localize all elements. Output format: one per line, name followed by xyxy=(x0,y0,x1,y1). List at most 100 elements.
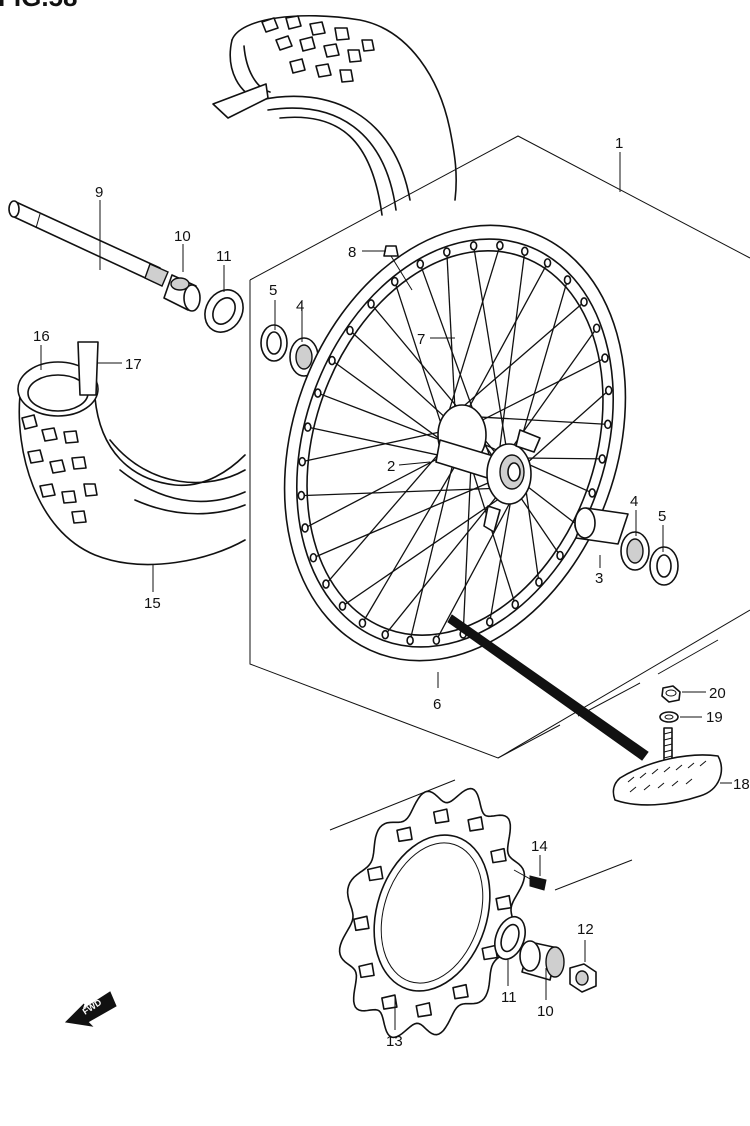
front-axle xyxy=(8,200,169,287)
callout-5-left: 5 xyxy=(269,282,277,299)
spoke-nipple xyxy=(303,422,312,432)
callout-10-bottom: 10 xyxy=(537,1003,554,1020)
disc-plane-outline xyxy=(329,779,633,891)
spoke xyxy=(448,245,501,412)
spoke-nipple xyxy=(338,601,347,611)
tire-top xyxy=(212,14,457,216)
spoke-nipple-part xyxy=(383,245,413,291)
disc-cutout xyxy=(432,808,450,824)
spoke-nipple xyxy=(381,629,390,640)
spoke xyxy=(409,455,456,641)
callout-3: 3 xyxy=(595,570,603,587)
wheel-spokes xyxy=(301,245,610,641)
spoke xyxy=(302,431,441,463)
callout-6: 6 xyxy=(433,696,441,713)
axle-nut xyxy=(569,963,597,993)
spoke xyxy=(384,492,501,636)
callout-15: 15 xyxy=(144,595,161,612)
spoke-nipple xyxy=(432,635,441,646)
callout-16: 16 xyxy=(33,328,50,345)
rim-lock-nut xyxy=(661,685,681,703)
oil-seal-left xyxy=(204,289,244,333)
spoke-nipple xyxy=(588,488,596,498)
seal-left xyxy=(260,324,288,362)
axle-collar xyxy=(163,274,201,312)
spoke xyxy=(317,392,442,441)
spoke-nipple xyxy=(328,355,336,366)
spoke-nipple xyxy=(406,635,414,646)
callout-8: 8 xyxy=(348,244,356,261)
callout-12: 12 xyxy=(577,921,594,938)
spoke xyxy=(521,457,603,460)
bearing-right xyxy=(620,531,650,571)
spoke-nipple xyxy=(301,523,309,533)
disc-cutout xyxy=(353,915,370,932)
callout-11-bottom: 11 xyxy=(501,989,517,1006)
spoke-nipple xyxy=(556,550,564,561)
disc-cutout xyxy=(366,865,384,882)
brake-disc xyxy=(338,787,526,1039)
spoke xyxy=(523,389,610,467)
spoke-nipple xyxy=(603,419,612,430)
spoke-nipple xyxy=(604,385,613,396)
spoke-nipple xyxy=(563,275,572,285)
spoke xyxy=(313,481,491,559)
spoke-nipple xyxy=(443,247,451,257)
spoke-nipple xyxy=(511,599,520,610)
disc-cutout xyxy=(396,826,413,843)
spoke-nipple xyxy=(520,246,529,257)
leader-lines xyxy=(40,152,732,1030)
spoke-nipple xyxy=(358,618,367,628)
callout-5-right: 5 xyxy=(658,508,666,525)
disc-cutout xyxy=(452,983,469,1000)
spoke-nipple xyxy=(580,297,588,307)
spoke-nipple xyxy=(298,456,307,467)
disc-cutout xyxy=(481,944,499,961)
callout-14: 14 xyxy=(531,838,548,855)
callout-1: 1 xyxy=(615,135,623,152)
spoke-nipple xyxy=(535,577,543,587)
spoke xyxy=(471,415,608,426)
spoke xyxy=(474,357,606,425)
spoke-nipple xyxy=(346,325,354,336)
spoke xyxy=(466,262,549,412)
disc-cutout xyxy=(358,962,375,979)
spoke xyxy=(304,452,450,529)
spoke-nipple xyxy=(598,454,607,464)
spoke xyxy=(325,446,445,585)
spoke xyxy=(521,481,579,526)
spoke-nipple xyxy=(309,552,318,563)
wheel-hub xyxy=(435,404,541,533)
callout-7: 7 xyxy=(417,331,425,348)
spoke xyxy=(361,455,462,624)
callout-4-left: 4 xyxy=(296,298,304,315)
wheel-collar xyxy=(519,940,565,981)
disc-cutout xyxy=(490,847,507,864)
spoke-nipple xyxy=(496,240,504,251)
spoke-nipple xyxy=(367,299,375,309)
spoke xyxy=(460,301,585,409)
callout-9: 9 xyxy=(95,184,103,201)
spoke-nipple xyxy=(469,240,478,251)
callout-18: 18 xyxy=(733,776,750,793)
spoke xyxy=(499,251,526,448)
spoke xyxy=(394,281,442,425)
disc-cutout xyxy=(467,816,484,832)
spoke-nipple xyxy=(322,579,330,589)
rim-lock xyxy=(612,727,723,806)
spoke-nipple xyxy=(390,276,399,287)
spoke xyxy=(342,493,507,607)
spoke xyxy=(435,488,519,641)
spoke xyxy=(489,492,513,623)
callout-10-top: 10 xyxy=(174,228,191,245)
rim-lock-washer xyxy=(659,711,679,723)
spoke-nipple xyxy=(592,323,601,334)
callout-11-top: 11 xyxy=(216,248,232,265)
seal-right xyxy=(649,546,679,586)
rim-lock-pointer xyxy=(447,614,649,761)
spoke xyxy=(446,251,456,409)
spoke xyxy=(516,279,569,452)
spoke xyxy=(349,330,445,418)
disc-bolt xyxy=(513,869,547,891)
